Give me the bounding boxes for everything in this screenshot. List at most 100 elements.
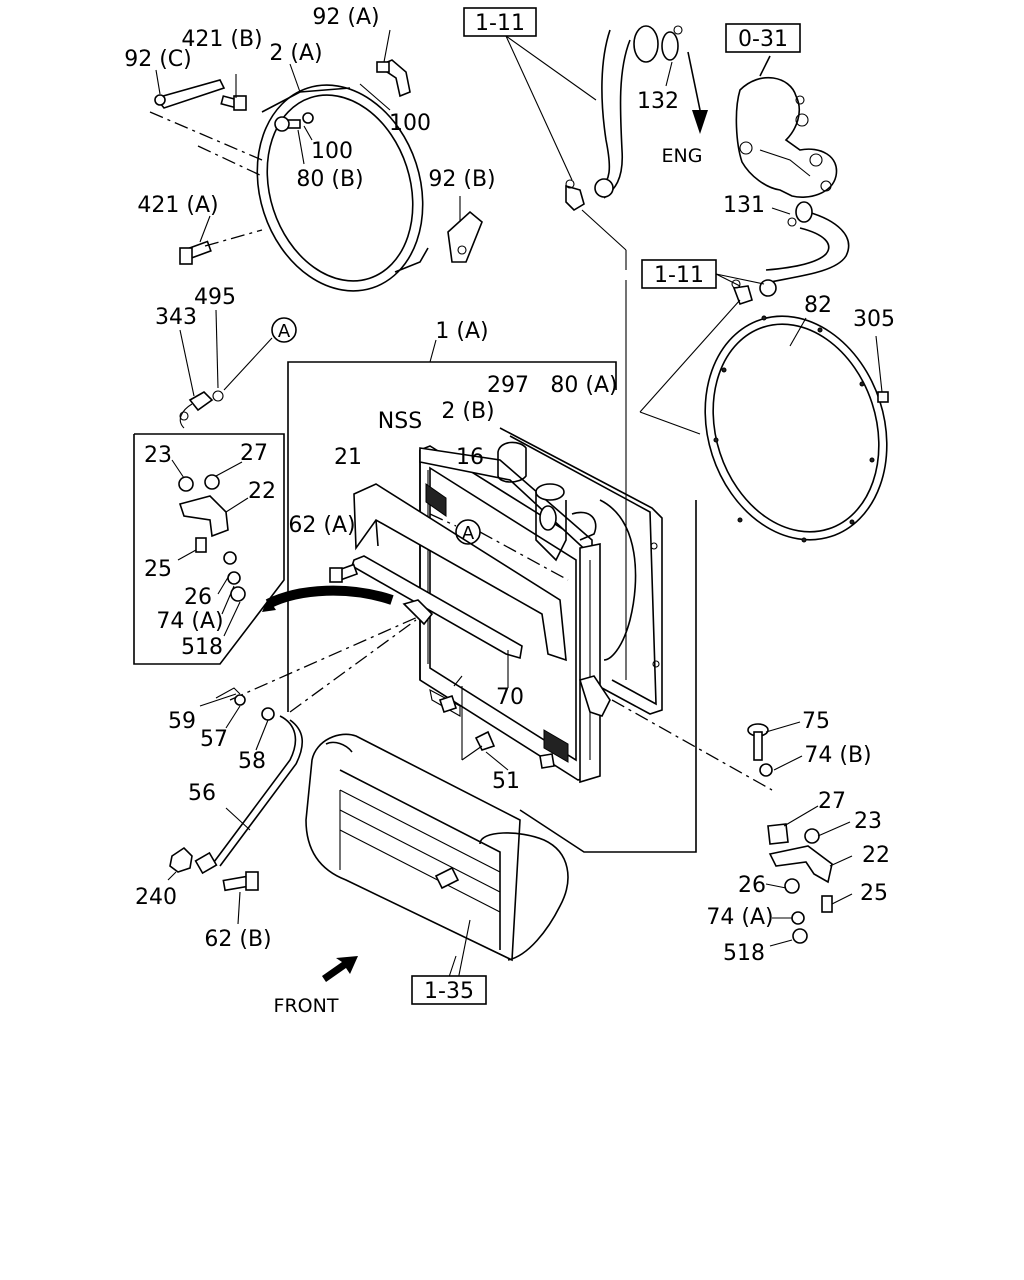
bolt-62b bbox=[222, 871, 259, 892]
label-343: 343 bbox=[155, 305, 197, 330]
label-57: 57 bbox=[200, 727, 228, 752]
label-23-right: 23 bbox=[854, 809, 882, 834]
label-74b: 74 (B) bbox=[804, 743, 871, 768]
label-1a: 1 (A) bbox=[435, 319, 488, 344]
bracket-92a bbox=[376, 59, 411, 98]
washer-74b bbox=[759, 763, 773, 777]
label-421b: 421 (B) bbox=[181, 27, 262, 52]
label-callout-a1: A bbox=[278, 321, 291, 342]
label-75: 75 bbox=[802, 709, 830, 734]
baffle-21 bbox=[353, 483, 567, 662]
label-front: FRONT bbox=[274, 995, 339, 1017]
label-240: 240 bbox=[135, 885, 177, 910]
label-58: 58 bbox=[238, 749, 266, 774]
reference-4: 1-35 bbox=[424, 979, 474, 1004]
label-131: 131 bbox=[723, 193, 765, 218]
label-2b: 2 (B) bbox=[441, 399, 494, 424]
label-62a: 62 (A) bbox=[288, 513, 355, 538]
reference-box-1 bbox=[463, 7, 537, 37]
label-23-inset: 23 bbox=[144, 443, 172, 468]
label-100-lower: 100 bbox=[311, 139, 353, 164]
reference-2: 0-31 bbox=[738, 27, 788, 52]
label-305: 305 bbox=[853, 307, 895, 332]
drain-cock-51 bbox=[438, 694, 555, 769]
label-27-right: 27 bbox=[818, 789, 846, 814]
reference-3: 1-11 bbox=[654, 263, 704, 288]
intercooler bbox=[305, 733, 569, 962]
stay-rod-56 bbox=[194, 715, 303, 875]
label-nss: NSS bbox=[378, 409, 422, 434]
label-2a: 2 (A) bbox=[269, 41, 322, 66]
callout-circle-a1 bbox=[271, 317, 297, 343]
label-80b: 80 (B) bbox=[296, 167, 363, 192]
sensor-343 bbox=[179, 391, 214, 429]
eng-arrow-line bbox=[687, 51, 701, 111]
label-59: 59 bbox=[168, 709, 196, 734]
label-518-inset: 518 bbox=[181, 635, 223, 660]
mount-bracket-22 bbox=[767, 823, 833, 944]
reference-box-2 bbox=[725, 23, 801, 53]
label-70: 70 bbox=[496, 685, 524, 710]
clamp-132 bbox=[661, 25, 683, 61]
detail-inset-box bbox=[133, 433, 394, 665]
nut-240 bbox=[169, 846, 193, 873]
label-92b: 92 (B) bbox=[428, 167, 495, 192]
label-22-inset: 22 bbox=[248, 479, 276, 504]
label-100-upper: 100 bbox=[389, 111, 431, 136]
label-62b: 62 (B) bbox=[204, 927, 271, 952]
reference-box-4 bbox=[411, 975, 487, 1005]
label-25-right: 25 bbox=[860, 881, 888, 906]
fan-ring-82 bbox=[704, 315, 888, 543]
label-74a-right: 74 (A) bbox=[706, 905, 773, 930]
rear-shroud-2b bbox=[499, 427, 663, 715]
label-26-inset: 26 bbox=[184, 585, 212, 610]
washer-57 bbox=[234, 694, 246, 706]
bolt-421a bbox=[179, 240, 212, 265]
pin-59 bbox=[215, 687, 241, 699]
label-51: 51 bbox=[492, 769, 520, 794]
thermostat-housing bbox=[735, 55, 838, 198]
label-74a-inset: 74 (A) bbox=[156, 609, 223, 634]
label-518-right: 518 bbox=[723, 941, 765, 966]
label-92a: 92 (A) bbox=[312, 5, 379, 30]
filler-neck bbox=[497, 441, 597, 562]
washer-58 bbox=[261, 707, 275, 721]
label-92c: 92 (C) bbox=[124, 47, 192, 72]
upper-hose bbox=[594, 25, 659, 199]
lower-hose bbox=[759, 211, 850, 297]
reference-box-3 bbox=[641, 259, 717, 289]
lower-bracket bbox=[402, 599, 611, 717]
label-297: 297 bbox=[487, 373, 529, 398]
label-eng: ENG bbox=[662, 145, 703, 167]
label-22-right: 22 bbox=[862, 843, 890, 868]
label-21: 21 bbox=[334, 445, 362, 470]
label-56: 56 bbox=[188, 781, 216, 806]
bolt-421b bbox=[220, 95, 247, 111]
label-25-inset: 25 bbox=[144, 557, 172, 582]
label-132: 132 bbox=[637, 89, 679, 114]
label-27-inset: 27 bbox=[240, 441, 268, 466]
clamp-131 bbox=[787, 201, 813, 227]
label-26-right: 26 bbox=[738, 873, 766, 898]
radiator-assembly-frame bbox=[287, 361, 697, 853]
eng-arrow-head bbox=[692, 110, 708, 134]
clamp-hose-end bbox=[565, 179, 585, 212]
clamp-lower-hose-end bbox=[731, 279, 753, 306]
bracket-92b bbox=[447, 210, 483, 263]
label-80a: 80 (A) bbox=[550, 373, 617, 398]
bolt-75 bbox=[747, 723, 769, 761]
bracket-92c bbox=[154, 79, 226, 109]
o-ring-495 bbox=[212, 390, 224, 402]
bolt-305 bbox=[877, 391, 889, 403]
label-495: 495 bbox=[194, 285, 236, 310]
label-16: 16 bbox=[456, 445, 484, 470]
label-callout-a2: A bbox=[462, 523, 475, 544]
bolt-62a bbox=[329, 563, 359, 583]
front-arrow-icon bbox=[322, 956, 358, 982]
bolt-80b bbox=[274, 112, 314, 132]
label-421a: 421 (A) bbox=[137, 193, 218, 218]
radiator-core bbox=[419, 445, 601, 784]
reference-1: 1-11 bbox=[475, 11, 525, 36]
label-82: 82 bbox=[804, 293, 832, 318]
